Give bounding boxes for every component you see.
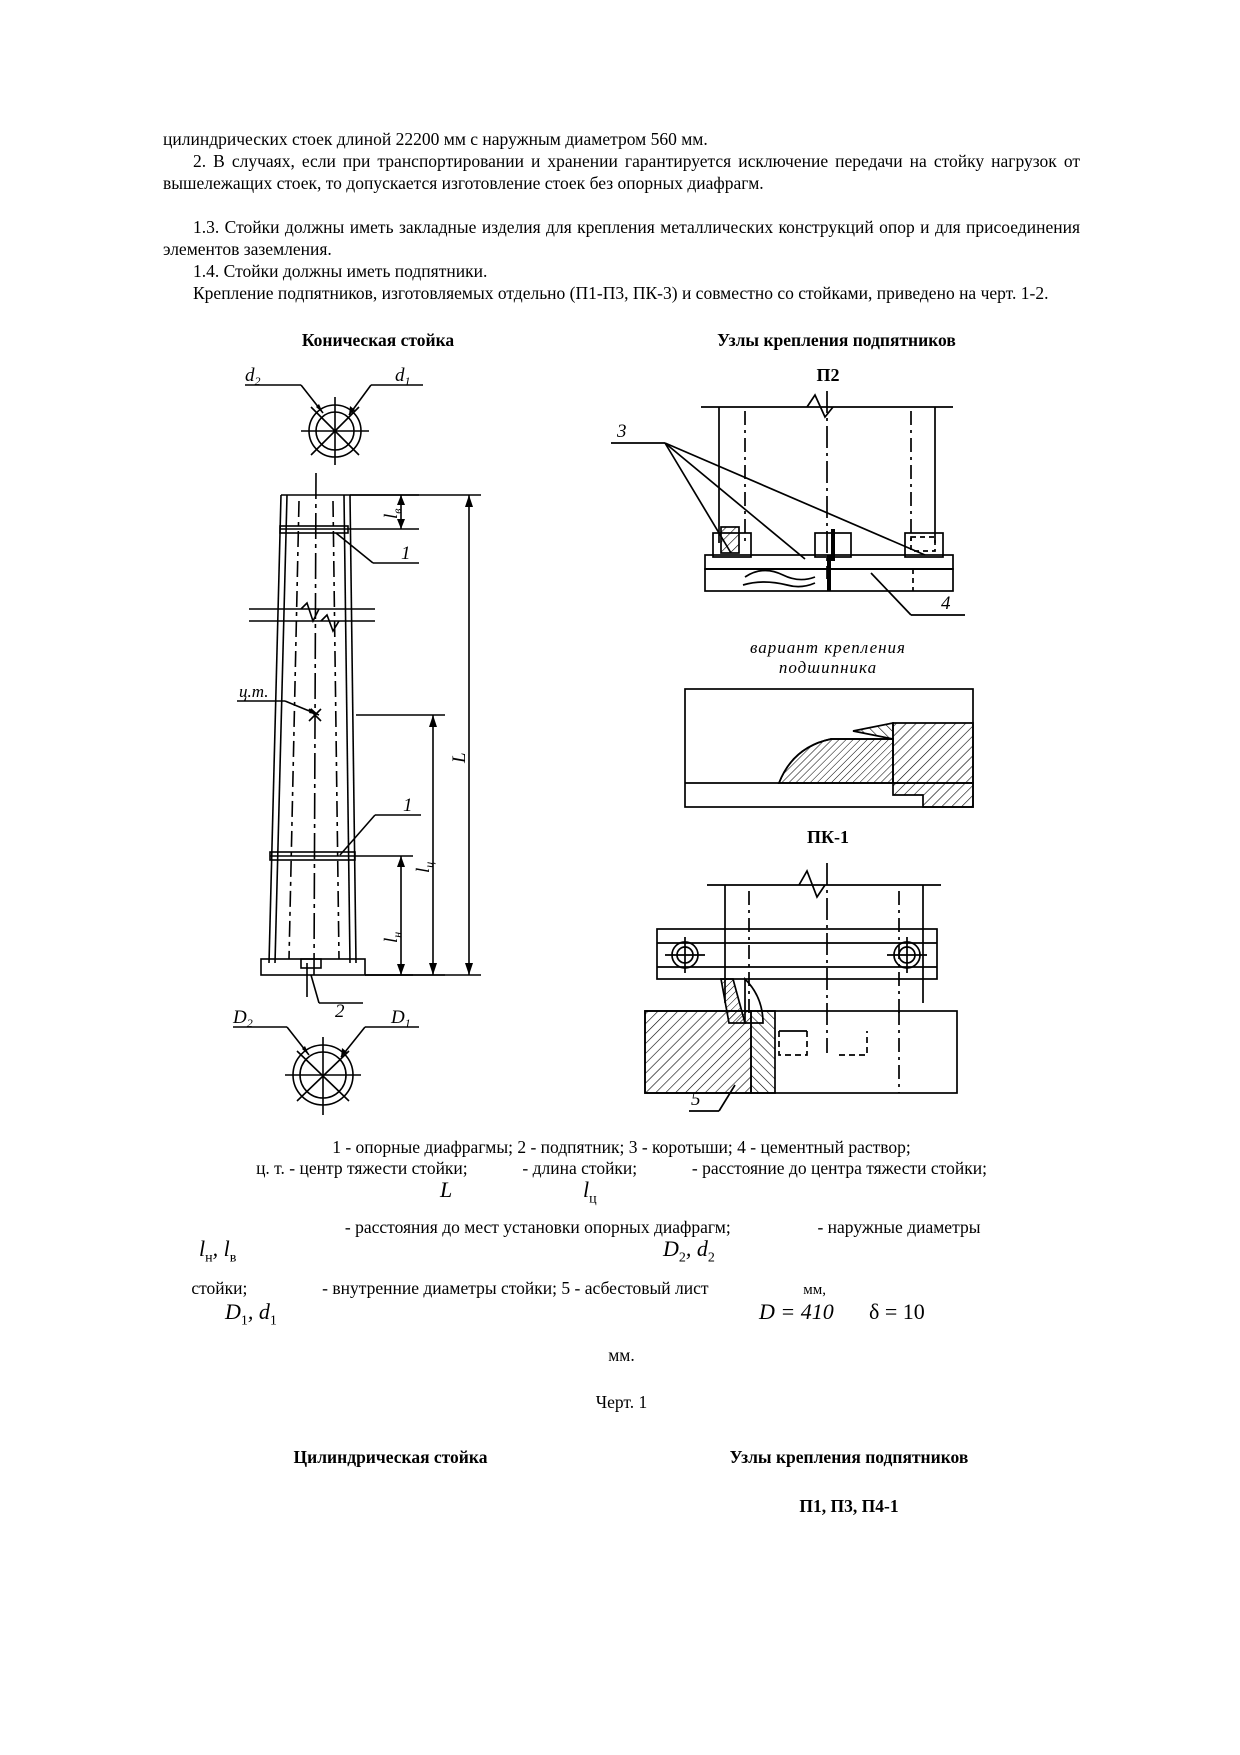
caption-l3-a: - расстояния до мест установки опорных д…: [344, 1217, 731, 1237]
figure2-subheading-wrap: П1, П3, П4-1: [163, 1496, 1080, 1517]
p2-assembly: [701, 391, 954, 592]
callout-4: [870, 572, 965, 616]
label-pk1: ПК-1: [807, 827, 849, 847]
figure1-caption: 1 - опорные диафрагмы; 2 - подпятник; 3 …: [163, 1137, 1080, 1366]
callout-ct: [237, 700, 322, 722]
paragraph-item-1-3: 1.3. Стойки должны иметь закладные издел…: [163, 217, 1080, 259]
caption-l2-a: ц. т. - центр тяжести стойки;: [256, 1158, 468, 1178]
caption-l2-b: - длина стойки;: [522, 1158, 638, 1178]
sym-ln: lн, lв: [199, 1236, 237, 1266]
figure2-headings: Цилиндрическая стойка Узлы крепления под…: [163, 1447, 1080, 1468]
sym-D1-d1: D1, d1: [225, 1299, 277, 1329]
label-D2: D2: [232, 1007, 253, 1030]
label-variant-line2: подшипника: [779, 658, 877, 677]
label-callout-1-lower: 1: [403, 795, 413, 816]
caption-line-2-symbols: L lц: [163, 1179, 1080, 1217]
caption-l4-mm: мм,: [803, 1282, 827, 1298]
column-body: [249, 472, 375, 976]
conical-column-drawing: d2 d1 D2 D1 lв L lц lн ц.т. 1 1 2: [223, 363, 553, 1123]
dim-lv: [348, 494, 419, 530]
mounting-nodes-svg: П2: [611, 365, 974, 1112]
caption-l3-b: - наружные диаметры: [817, 1217, 981, 1237]
caption-l2-c: - расстояние до центра тяжести стойки;: [691, 1158, 987, 1178]
paragraph-item-2: 2. В случаях, если при транспортировании…: [163, 151, 1080, 193]
caption-line-1: 1 - опорные диафрагмы; 2 - подпятник; 3 …: [332, 1137, 911, 1157]
caption-l4-b: - внутренние диаметры стойки; 5 - асбест…: [322, 1278, 709, 1298]
label-callout-3: 3: [616, 421, 627, 442]
label-d1: d1: [395, 365, 411, 388]
label-p2: П2: [816, 365, 839, 385]
figure2-heading-right: Узлы крепления подпятников: [729, 1447, 969, 1467]
page-content: цилиндрических стоек длиной 22200 мм с н…: [163, 128, 1080, 1517]
caption-line-4-symbols: D1, d1 D = 410 δ = 10: [163, 1299, 1080, 1343]
label-callout-4: 4: [941, 593, 951, 614]
sym-D-410: D = 410: [759, 1299, 834, 1324]
label-L: L: [449, 752, 470, 764]
label-callout-5: 5: [691, 1089, 701, 1110]
mounting-nodes-drawing: П2: [593, 363, 1063, 1123]
bearing-detail: [684, 688, 974, 808]
bottom-section-leaders: [233, 1026, 419, 1058]
label-d2: d2: [245, 365, 261, 388]
caption-line-4: стойки; - внутренние диаметры стойки; 5 …: [163, 1278, 1080, 1301]
caption-line-2: ц. т. - центр тяжести стойки; - длина ст…: [163, 1158, 1080, 1179]
sym-lc: lц: [583, 1177, 597, 1207]
label-callout-1-upper: 1: [401, 543, 411, 564]
callout-1-upper: [335, 532, 419, 564]
top-section-leaders: [245, 384, 423, 416]
label-D1: D1: [390, 1007, 411, 1030]
figure1-heading-left: Коническая стойка: [301, 330, 455, 350]
figure2-subheading: П1, П3, П4-1: [799, 1496, 899, 1516]
label-ct: ц.т.: [239, 682, 268, 701]
conical-column-svg: d2 d1 D2 D1 lв L lц lн ц.т. 1 1 2: [232, 365, 481, 1115]
callout-3: [611, 442, 926, 560]
caption-line-3-symbols: lн, lв D2, d2: [163, 1236, 1080, 1278]
top-section-circle: [301, 397, 369, 465]
pk1-assembly: [644, 863, 958, 1112]
dim-L: [350, 494, 481, 976]
label-variant-line1: вариант крепления: [750, 638, 906, 657]
paragraph-continuation: цилиндрических стоек длиной 22200 мм с н…: [163, 129, 708, 149]
label-ln: lн: [381, 932, 404, 943]
paragraph-spacer: [163, 194, 1080, 216]
callout-1-lower: [339, 814, 421, 856]
label-lv: lв: [381, 509, 404, 520]
conical-column-labels: d2 d1 D2 D1 lв L lц lн ц.т. 1 1 2: [232, 365, 470, 1030]
figure2-heading-left: Цилиндрическая стойка: [293, 1447, 488, 1467]
figure1-headings: Коническая стойка Узлы крепления подпятн…: [163, 330, 1080, 351]
callout-2: [306, 963, 363, 1004]
bottom-section-circle: [285, 1037, 361, 1115]
paragraph-item-mount: Крепление подпятников, изготовляемых отд…: [193, 283, 1049, 303]
caption-line-5: мм.: [608, 1345, 635, 1365]
sym-D2-d2: D2, d2: [663, 1236, 715, 1266]
label-callout-2: 2: [335, 1001, 345, 1022]
label-lc: lц: [413, 862, 436, 873]
figure1-drawings: d2 d1 D2 D1 lв L lц lн ц.т. 1 1 2: [163, 363, 1080, 1123]
caption-line-3: - расстояния до мест установки опорных д…: [163, 1217, 1080, 1238]
figure1-heading-right: Узлы крепления подпятников: [717, 330, 956, 350]
paragraph-item-1-4: 1.4. Стойки должны иметь подпятники.: [193, 261, 488, 281]
sym-L: L: [440, 1177, 453, 1202]
sym-delta-10: δ = 10: [869, 1299, 925, 1324]
caption-l4-a: стойки;: [191, 1278, 248, 1298]
figure1-number: Черт. 1: [595, 1392, 648, 1412]
dim-ln: [355, 855, 413, 976]
